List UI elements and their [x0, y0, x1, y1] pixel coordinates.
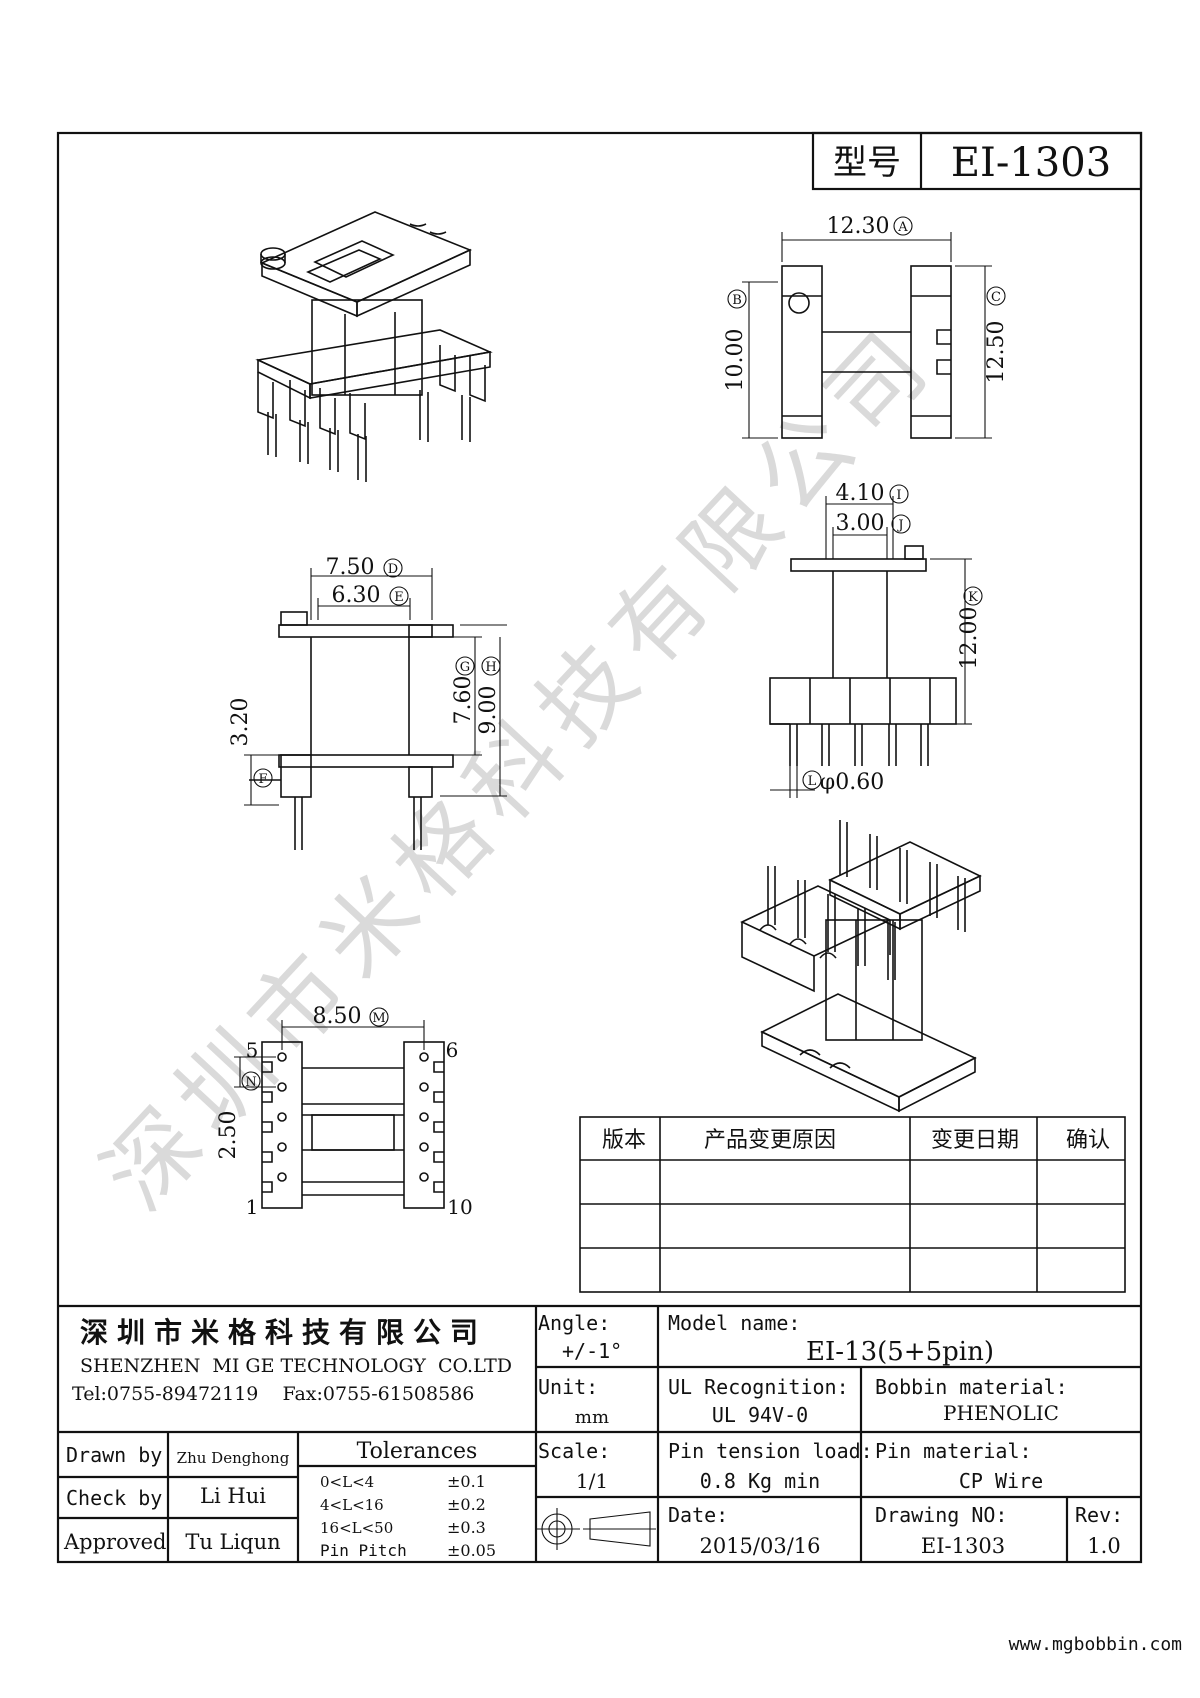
dim-f-tag: F	[258, 772, 267, 787]
pin-material-value: CP Wire	[959, 1469, 1043, 1493]
rev-label: Rev:	[1075, 1503, 1123, 1527]
rev-header-version: 版本	[602, 1128, 646, 1153]
sheet-border	[56, 131, 1143, 1564]
pin-material-label: Pin material:	[875, 1439, 1032, 1463]
isometric-view-bottom	[740, 820, 982, 1113]
dim-a-value: 12.30	[827, 214, 890, 239]
rev-value: 1.0	[1087, 1534, 1120, 1558]
dim-h-value: 9.00	[476, 686, 501, 735]
dim-g-tag: G	[460, 660, 470, 675]
unit-value: mm	[575, 1407, 609, 1428]
date-value: 2015/03/16	[699, 1534, 820, 1558]
dim-k-value: 12.00	[957, 607, 982, 670]
dim-b-value: 10.00	[723, 329, 748, 392]
tolerance-value-2: ±0.2	[447, 1495, 486, 1514]
dim-d-value: 7.50	[326, 555, 375, 580]
pin-label-5: 5	[246, 1038, 259, 1062]
check-by-value: Li Hui	[200, 1484, 266, 1508]
tolerance-range-4: Pin Pitch	[320, 1541, 407, 1560]
angle-value: +/-1°	[562, 1339, 622, 1363]
dim-j-value: 3.00	[836, 511, 885, 536]
pin-tension-value: 0.8 Kg min	[700, 1469, 820, 1493]
tolerances-title: Tolerances	[357, 1439, 478, 1464]
dim-h-tag: H	[485, 660, 496, 675]
model-name-label: Model name:	[668, 1311, 800, 1335]
side-view: 4.10 I 3.00 J 12.00 K L φ0.60	[769, 481, 983, 798]
dim-b-tag: B	[732, 293, 742, 308]
dim-c-value: 12.50	[984, 321, 1009, 384]
tolerance-range-2: 4<L<16	[320, 1496, 384, 1514]
pin-tension-label: Pin tension load:	[668, 1439, 873, 1463]
rev-header-reason: 产品变更原因	[704, 1128, 836, 1153]
revision-table: 版本 产品变更原因 变更日期 确认	[579, 1116, 1126, 1293]
company-contact: Tel:0755-89472119 Fax:0755-61508586	[72, 1383, 474, 1405]
watermark: 深圳市米格科技有限公司	[83, 304, 956, 1230]
drawn-by-label: Drawn by	[66, 1443, 162, 1467]
dim-250-value: 2.50	[216, 1111, 241, 1160]
ul-value: UL 94V-0	[712, 1403, 808, 1427]
dim-i-tag: I	[896, 488, 901, 503]
pin-label-1: 1	[246, 1195, 259, 1219]
watermark-text: 深圳市米格科技有限公司	[83, 304, 956, 1230]
tolerance-value-1: ±0.1	[447, 1472, 486, 1491]
tolerance-value-3: ±0.3	[447, 1518, 486, 1537]
date-label: Date:	[668, 1503, 728, 1527]
dim-n-tag: N	[245, 1075, 256, 1090]
unit-label: Unit:	[538, 1375, 598, 1399]
model-header-value: EI-1303	[951, 140, 1111, 186]
projection-symbol-icon	[536, 1508, 656, 1550]
company-name-en: SHENZHEN MI GE TECHNOLOGY CO.LTD	[80, 1355, 512, 1377]
dim-k-tag: K	[968, 590, 978, 605]
bobbin-material-value: PHENOLIC	[943, 1401, 1059, 1425]
front-view: 7.50 D 6.30 E 7.60 G 9.00 H 3.20 F	[228, 555, 507, 850]
drawing-no-label: Drawing NO:	[875, 1503, 1007, 1527]
scale-value: 1/1	[576, 1469, 608, 1493]
dim-a-tag: A	[897, 220, 908, 235]
check-by-label: Check by	[66, 1486, 162, 1510]
angle-label: Angle:	[538, 1311, 610, 1335]
pin-label-6: 6	[446, 1038, 459, 1062]
company-name-cn: 深圳市米格科技有限公司	[80, 1316, 487, 1349]
title-block: 深圳市米格科技有限公司 SHENZHEN MI GE TECHNOLOGY CO…	[58, 1304, 1141, 1562]
dim-m-value: 8.50	[313, 1004, 362, 1029]
dim-e-value: 6.30	[332, 583, 381, 608]
tolerance-value-4: ±0.05	[447, 1541, 496, 1560]
tolerance-range-1: 0<L<4	[320, 1473, 374, 1491]
dim-d-tag: D	[388, 562, 398, 577]
dim-l-tag: L	[808, 774, 817, 789]
model-header: 型号 EI-1303	[811, 131, 1143, 191]
dim-m-tag: M	[372, 1011, 385, 1026]
approved-label: Approved	[63, 1530, 166, 1554]
dim-i-value: 4.10	[836, 481, 885, 506]
pin-label-10: 10	[447, 1195, 472, 1219]
dim-c-tag: C	[991, 290, 1001, 305]
scale-label: Scale:	[538, 1439, 610, 1463]
approved-value: Tu Liqun	[185, 1530, 280, 1554]
dim-e-tag: E	[394, 590, 404, 605]
rev-header-confirm: 确认	[1066, 1128, 1110, 1153]
dim-j-tag: J	[896, 518, 903, 533]
rev-header-date: 变更日期	[931, 1128, 1019, 1153]
drawn-by-value: Zhu Denghong	[177, 1449, 290, 1467]
website-footer: www.mgbobbin.com	[1009, 1634, 1182, 1655]
model-name-value: EI-13(5+5pin)	[806, 1337, 994, 1367]
dim-320-value: 3.20	[228, 698, 253, 747]
pin-view: 8.50 M N 2.50 5 6 1 10	[216, 1004, 473, 1219]
tolerance-range-3: 16<L<50	[320, 1519, 393, 1537]
model-header-label: 型号	[833, 143, 901, 183]
drawing-no-value: EI-1303	[921, 1534, 1005, 1558]
isometric-view-top	[255, 211, 493, 482]
top-view: 12.30 A 10.00 B 12.50 C	[723, 214, 1009, 439]
dim-g-value: 7.60	[451, 676, 476, 725]
ul-label: UL Recognition:	[668, 1375, 849, 1399]
bobbin-material-label: Bobbin material:	[875, 1375, 1068, 1399]
dim-l-value: φ0.60	[820, 770, 884, 795]
